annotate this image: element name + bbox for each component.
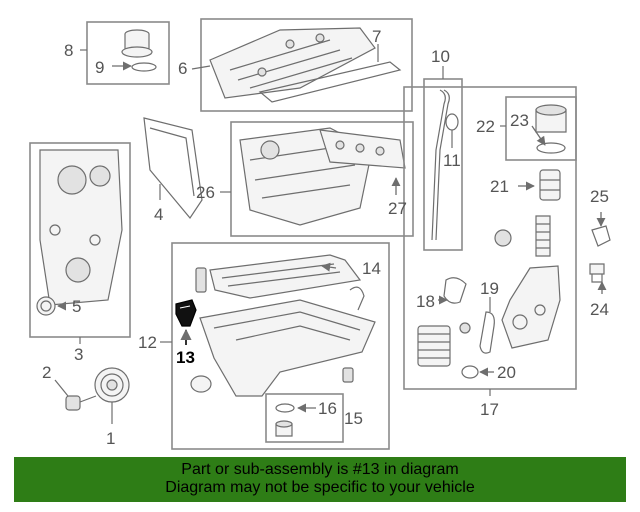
info-banner: Part or sub-assembly is #13 in diagram D… <box>14 457 626 502</box>
callout-7: 7 <box>372 27 381 46</box>
group-3-timing-cover <box>29 142 131 344</box>
banner-line-2: Diagram may not be specific to your vehi… <box>165 479 475 496</box>
callout-21: 21 <box>490 177 509 196</box>
callout-20: 20 <box>497 363 516 382</box>
callout-11: 11 <box>443 151 461 170</box>
group-26-intake-manifold <box>220 121 414 237</box>
callout-27: 27 <box>388 199 407 218</box>
group-17-filter-housing <box>403 86 577 396</box>
callout-16: 16 <box>318 399 337 418</box>
callout-8: 8 <box>64 41 73 60</box>
part-13-highlight <box>175 299 197 345</box>
group-15-drain-plug <box>265 393 344 443</box>
callout-2: 2 <box>42 363 51 382</box>
callout-14: 14 <box>362 259 381 278</box>
part-1-2-pulley <box>54 367 130 424</box>
callout-9: 9 <box>95 58 104 77</box>
callout-19: 19 <box>480 279 499 298</box>
callout-labels: 1 2 3 4 5 6 7 8 9 10 11 12 13 14 15 16 1… <box>42 27 609 448</box>
callout-23: 23 <box>510 111 529 130</box>
banner-line-1: Part or sub-assembly is #13 in diagram <box>181 461 459 478</box>
callout-13: 13 <box>176 348 195 367</box>
callout-26: 26 <box>196 183 215 202</box>
part-24-25-fittings <box>589 212 611 294</box>
callout-22: 22 <box>476 117 495 136</box>
group-10-dipstick <box>423 66 463 251</box>
callout-24: 24 <box>590 300 609 319</box>
callout-18: 18 <box>416 292 435 311</box>
callout-4: 4 <box>154 205 163 224</box>
part-4-gasket <box>143 117 203 220</box>
callout-5: 5 <box>72 297 81 316</box>
callout-3: 3 <box>74 345 83 364</box>
callout-10: 10 <box>431 47 450 66</box>
callout-1: 1 <box>106 429 115 448</box>
callout-17: 17 <box>480 400 499 419</box>
callout-25: 25 <box>590 187 609 206</box>
group-8-oil-cap <box>80 21 170 85</box>
callout-12: 12 <box>138 333 157 352</box>
callout-6: 6 <box>178 59 187 78</box>
callout-15: 15 <box>344 409 363 428</box>
group-12-oil-pan <box>160 242 390 450</box>
group-6-valve-cover <box>191 18 413 112</box>
